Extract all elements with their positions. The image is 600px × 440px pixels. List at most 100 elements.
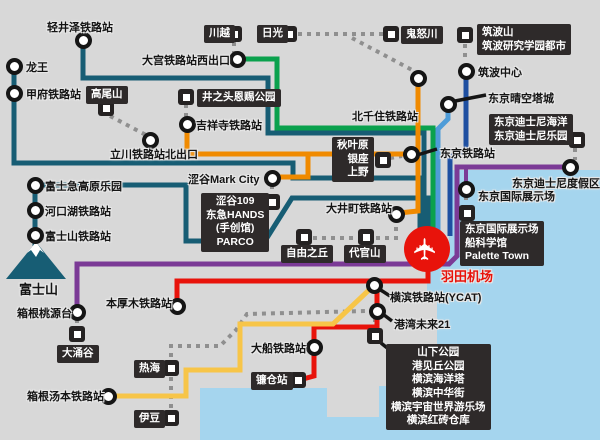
railway-line-royalblue-tsukuba bbox=[447, 74, 469, 236]
akihabara-box-line: 银座 bbox=[347, 152, 369, 165]
kofu-label: 甲府铁路站 bbox=[26, 89, 81, 101]
kawaguchiko-label: 河口湖铁路站 bbox=[45, 206, 111, 218]
owakudani-box-line: 大涌谷 bbox=[62, 347, 94, 359]
kichijoji-label: 吉祥寺铁路站 bbox=[196, 120, 262, 132]
takaosan-icon bbox=[98, 100, 114, 116]
tsukubasan-box-line: 筑波研究学园都市 bbox=[482, 39, 566, 52]
nikko-box-line: 日光 bbox=[262, 27, 283, 39]
haneda-label: 羽田机场 bbox=[441, 269, 494, 284]
railway-line-green-omiya bbox=[239, 56, 436, 236]
ryuo-label: 龙王 bbox=[26, 62, 48, 74]
fujisan-label: 富士山 bbox=[19, 282, 59, 297]
tachikawa-label: 立川铁路站北出口 bbox=[110, 149, 198, 161]
izu-box: 伊豆 bbox=[134, 410, 165, 428]
station-omiya-west bbox=[228, 50, 246, 68]
disney-resort-label: 东京迪士尼度假区 bbox=[512, 178, 600, 190]
inokashira-box-line: 井之头恩赐公园 bbox=[202, 91, 276, 103]
nikko-box: 日光 bbox=[257, 25, 288, 43]
tenjijo-label: 东京国际展示场 bbox=[478, 191, 555, 203]
daikanyama-box: 代官山 bbox=[344, 245, 386, 263]
ycat-label: 横滨铁路站(YCAT) bbox=[390, 292, 482, 304]
station-kitasenju bbox=[409, 69, 427, 87]
jiyugaoka-box: 自由之丘 bbox=[281, 245, 333, 263]
owakudani-icon bbox=[69, 326, 85, 342]
disney-box-line: 东京迪士尼海洋 bbox=[494, 116, 568, 128]
station-ryuo bbox=[5, 57, 23, 75]
kitasenju-label: 北千住铁路站 bbox=[352, 111, 418, 123]
yokohama-spots-box-line: 横滨宇宙世界游乐场 bbox=[391, 400, 486, 413]
station-minatomirai21 bbox=[368, 302, 386, 320]
station-hon-atsugi bbox=[168, 297, 186, 315]
omiya-west-label: 大宫铁路站西出口 bbox=[142, 55, 230, 67]
jiyugaoka-icon bbox=[296, 229, 312, 245]
tokyo-sta-label: 东京铁路站 bbox=[440, 148, 495, 160]
station-skytree-town bbox=[439, 95, 457, 113]
station-kokusai-tenjijo bbox=[457, 180, 475, 198]
togendai-label: 箱根桃源台 bbox=[17, 308, 72, 320]
shibuya109-box-line: 东急HANDS bbox=[206, 208, 265, 221]
izu-box-line: 伊豆 bbox=[139, 412, 160, 424]
yokohama-icon bbox=[367, 328, 383, 344]
tsukubasan-box-line: 筑波山 bbox=[482, 26, 514, 38]
shibuya109-box-line: PARCO bbox=[216, 235, 254, 248]
dashed-link-takao-tachikawa bbox=[109, 114, 147, 137]
dashed-link-kitasenju-nikko bbox=[351, 36, 415, 73]
kamakura-box: 镰仓站 bbox=[251, 372, 293, 390]
akihabara-box-line: 上野 bbox=[347, 166, 369, 179]
owakudani-box: 大涌谷 bbox=[57, 345, 99, 363]
mount-fuji-icon bbox=[6, 242, 66, 279]
odaiba-box-line: 船科学馆 bbox=[465, 236, 507, 249]
station-tokyo-sta bbox=[402, 145, 420, 163]
yokohama-spots-box-line: 横滨海洋塔 bbox=[412, 373, 465, 386]
takaosan-box: 高尾山 bbox=[86, 86, 128, 104]
kawagoe-box-line: 川越 bbox=[209, 27, 230, 39]
izu-icon bbox=[163, 410, 179, 426]
inokashira-box: 井之头恩赐公园 bbox=[197, 89, 281, 107]
station-tsukuba-center bbox=[457, 62, 475, 80]
dashed-link-oimachi-daikanyama-jiyugaoka bbox=[304, 221, 398, 240]
railway-line-purple-disney-hakone bbox=[74, 164, 569, 309]
fujisan-sta-label: 富士山铁路站 bbox=[45, 231, 111, 243]
shibuya109-box-line: (手创馆) bbox=[215, 222, 255, 235]
akihabara-box-line: 秋叶原 bbox=[337, 139, 369, 151]
railway-line-orange-kitasenju-oimachi bbox=[398, 82, 421, 216]
station-ofuna bbox=[305, 338, 323, 356]
station-shibuya-markcity bbox=[263, 169, 281, 187]
akihabara-box: 秋叶原银座上野 bbox=[332, 137, 374, 182]
oimachi-label: 大井町铁路站 bbox=[326, 203, 392, 215]
kinugawa-box-line: 鬼怒川 bbox=[406, 28, 438, 40]
yokohama-spots-box-line: 山下公园 bbox=[417, 346, 460, 358]
station-hakone-yumoto bbox=[99, 387, 117, 405]
ofuna-label: 大船铁路站 bbox=[251, 343, 306, 355]
tsukuba-center-label: 筑波中心 bbox=[478, 67, 522, 79]
airplane-icon: ✈ bbox=[409, 236, 443, 262]
kawagoe-box: 川越 bbox=[204, 25, 235, 43]
kamakura-box-line: 镰仓站 bbox=[256, 374, 288, 386]
kinugawa-box: 鬼怒川 bbox=[401, 26, 443, 44]
takaosan-box-line: 高尾山 bbox=[91, 88, 123, 100]
karuizawa-label: 轻井泽铁路站 bbox=[47, 22, 113, 34]
atami-icon bbox=[163, 360, 179, 376]
minatomirai-label: 港湾未来21 bbox=[394, 319, 451, 331]
railway-line-yellow-hakone-ycat bbox=[111, 288, 371, 399]
station-fujikyu-highland bbox=[26, 176, 44, 194]
disney-icon bbox=[569, 132, 585, 148]
station-kofu bbox=[5, 84, 23, 102]
railway-line-lightblue-skytree bbox=[435, 107, 451, 236]
atami-box: 热海 bbox=[134, 360, 165, 378]
dashed-link-atami-minatomirai bbox=[169, 309, 367, 357]
akihabara-icon bbox=[375, 152, 391, 168]
railway-line-orange-shibuya-branch bbox=[275, 154, 311, 180]
station-oimachi bbox=[387, 205, 405, 223]
shibuya109-box-line: 涩谷109 bbox=[215, 195, 255, 207]
station-fujisan-sta bbox=[26, 226, 44, 244]
honatsugi-label: 本厚木铁路站 bbox=[106, 298, 172, 310]
kinugawa-icon bbox=[383, 26, 399, 42]
station-disney-resort bbox=[561, 158, 579, 176]
mount-fuji-snowcap bbox=[27, 242, 44, 257]
atami-box-line: 热海 bbox=[139, 362, 160, 374]
station-tachikawa-north bbox=[141, 131, 159, 149]
